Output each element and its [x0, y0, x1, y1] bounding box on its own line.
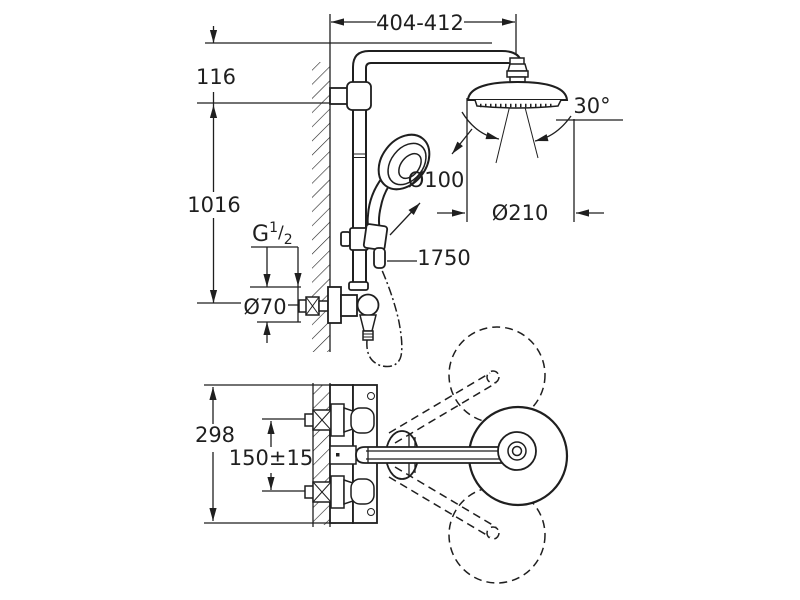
dim-label-150: 150±15 [229, 446, 313, 470]
slider-holder [340, 223, 389, 269]
inlet-union-top [304, 403, 354, 437]
dim-label-1016: 1016 [187, 193, 240, 217]
shower-hose [366, 267, 403, 368]
valve-outlet [359, 314, 377, 332]
dim-label-1750: 1750 [417, 246, 470, 270]
temperature-knob [356, 293, 380, 317]
ball-joint [506, 57, 529, 83]
thermostat-valve [298, 281, 380, 341]
dim-label-30deg: 30° [573, 94, 610, 118]
screw-bottom [367, 508, 375, 516]
dim-label-298: 298 [195, 423, 235, 447]
dim-label-top-width: 404-412 [376, 11, 464, 35]
dim-label-dia70: Ø70 [243, 295, 286, 319]
shower-arm-plan [355, 446, 507, 464]
plan-view [204, 326, 569, 584]
side-elevation-view [197, 14, 623, 368]
dimension-labels: 404-412 116 1016 G1/2 Ø70 Ø100 Ø210 1750… [187, 11, 610, 470]
wall-bracket [329, 81, 372, 111]
swivel-position-upper [388, 326, 546, 444]
hand-shower [366, 133, 431, 234]
hose-nipple [373, 247, 386, 269]
dim-label-116: 116 [196, 65, 236, 89]
screw-top [367, 392, 375, 400]
dim-label-dia100: Ø100 [408, 168, 465, 192]
wall-hatch-plan [312, 383, 331, 527]
escutcheon [327, 286, 342, 324]
head-shower [466, 57, 569, 109]
dim-label-thread: G1/2 [252, 220, 293, 248]
dimension-arrows [209, 18, 589, 521]
head-shower-plan [355, 405, 569, 507]
valve-body [340, 294, 358, 317]
dim-label-dia210: Ø210 [492, 201, 549, 225]
outlet-slot [329, 445, 357, 465]
